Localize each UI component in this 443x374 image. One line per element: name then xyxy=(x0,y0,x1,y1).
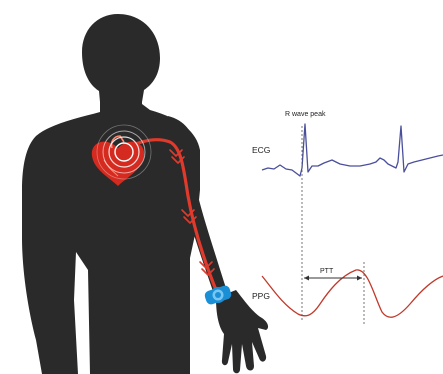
ptt-label: PTT xyxy=(320,268,334,275)
ecg-trace xyxy=(262,124,443,176)
human-silhouette xyxy=(22,14,268,374)
ptt-arrow xyxy=(304,276,362,281)
silhouette-head xyxy=(82,14,160,102)
silhouette-hand xyxy=(216,290,268,373)
ecg-label: ECG xyxy=(252,145,270,155)
r-wave-peak-label: R wave peak xyxy=(285,111,326,118)
ppg-label: PPG xyxy=(252,291,270,301)
ppg-trace xyxy=(262,270,443,317)
